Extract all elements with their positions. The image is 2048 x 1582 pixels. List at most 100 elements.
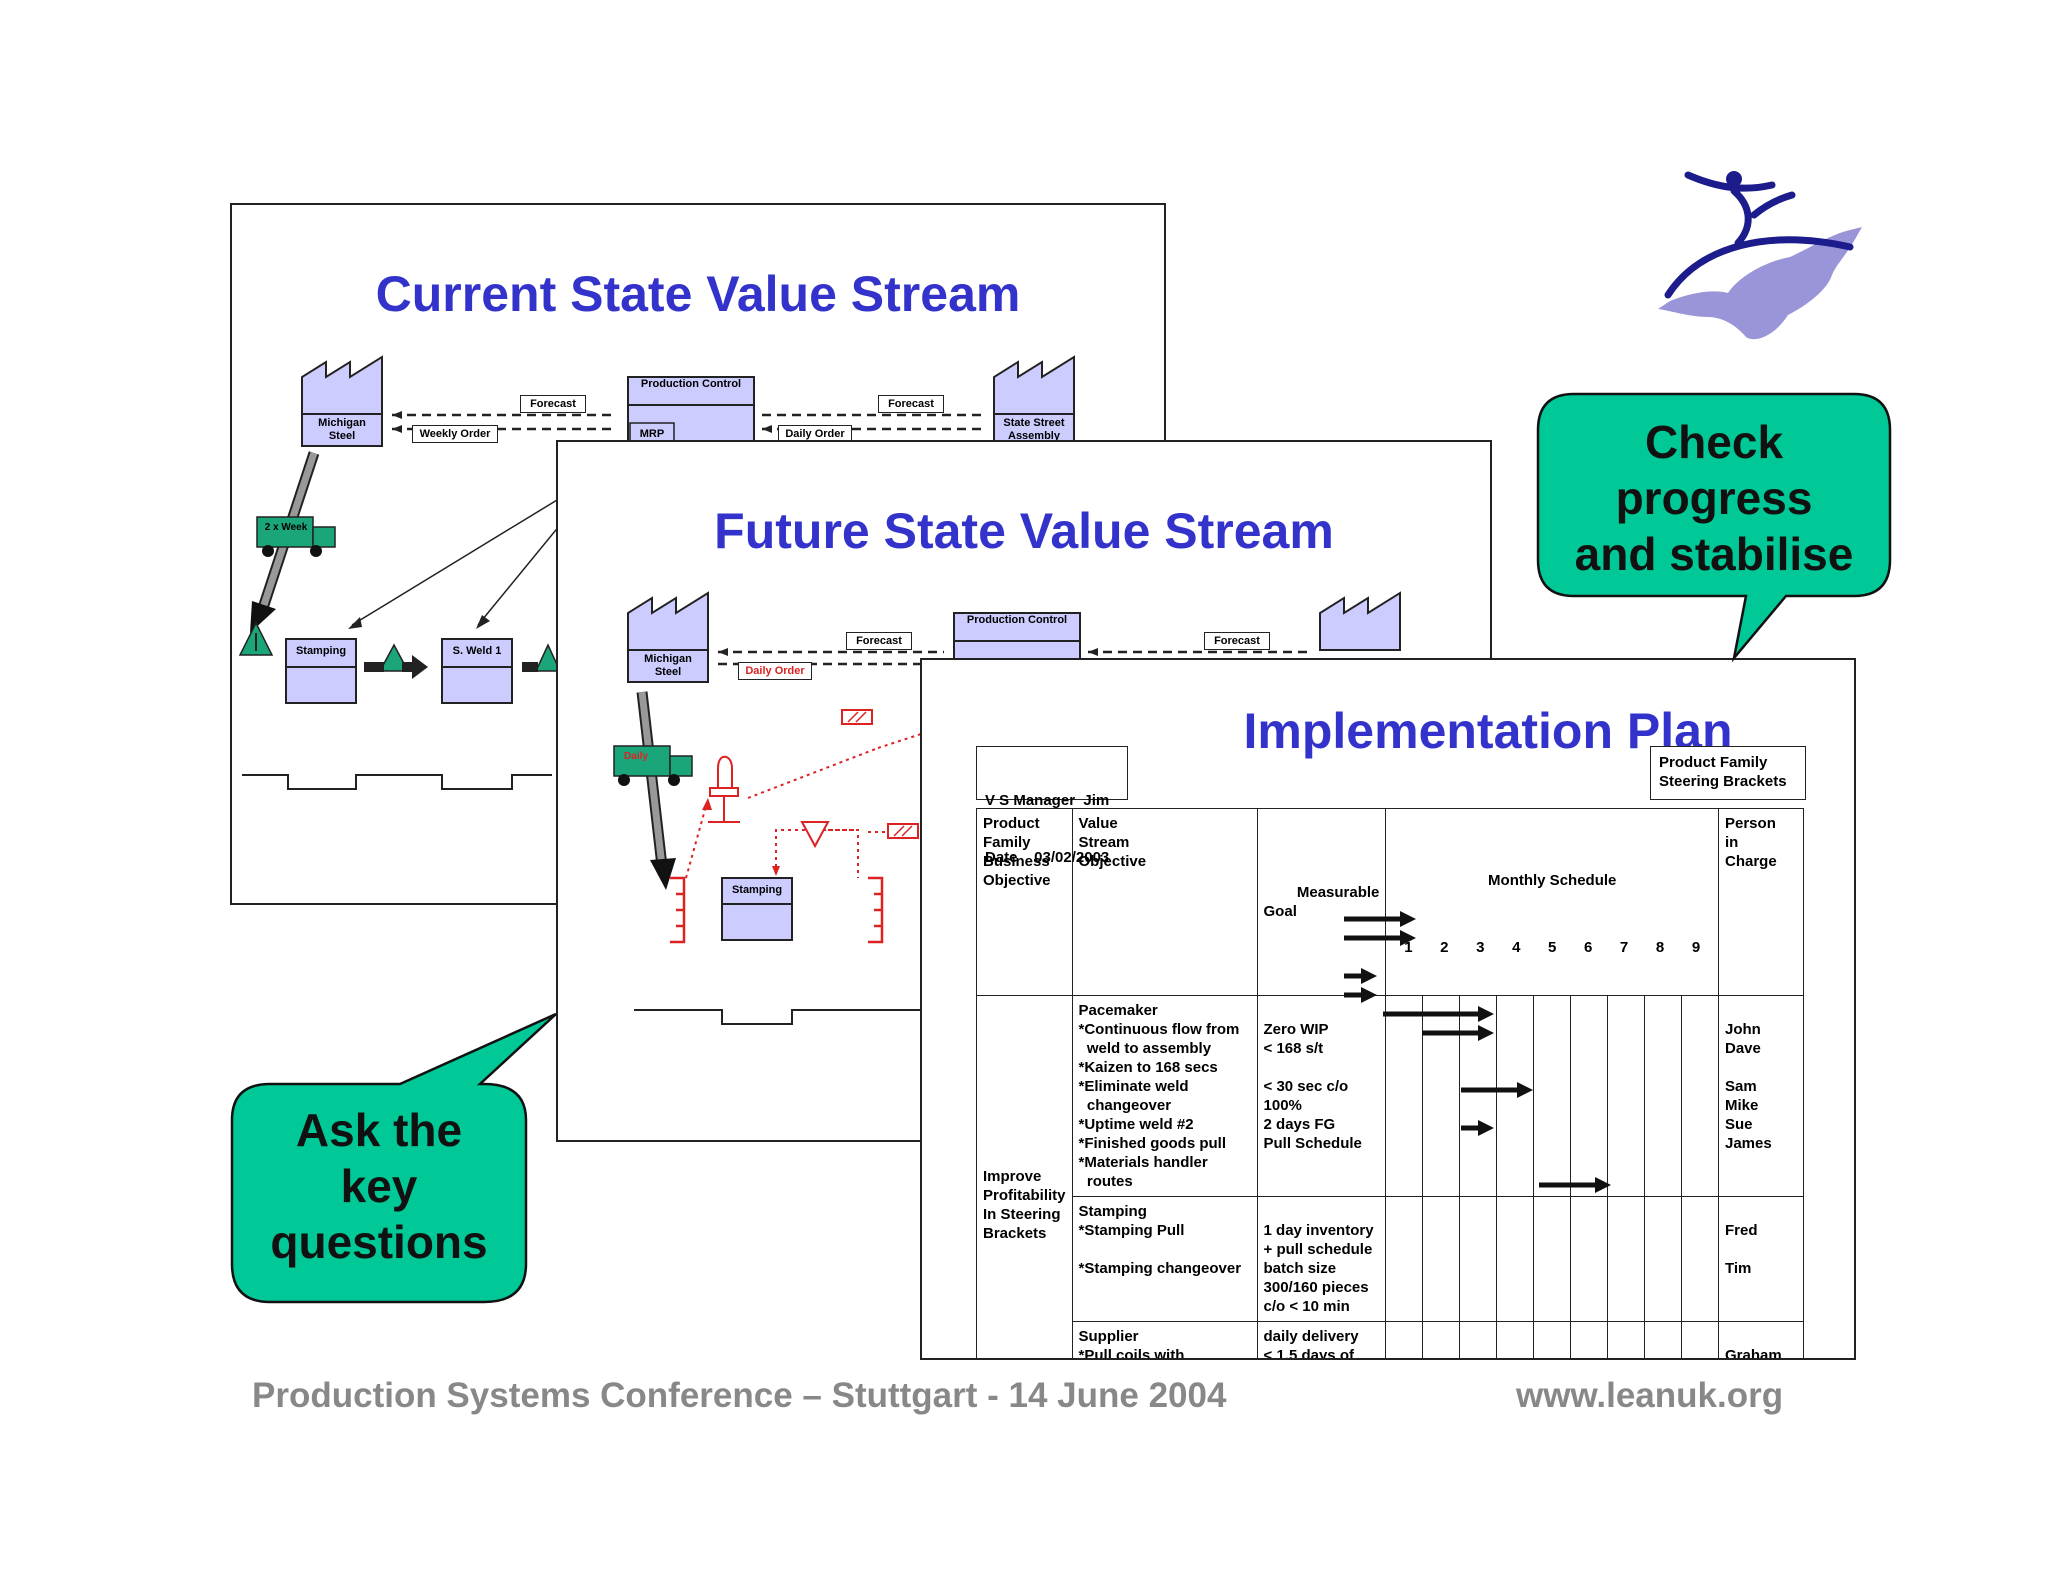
weekly-order-label: Weekly Order — [412, 425, 498, 443]
forecast-label-left: Forecast — [846, 632, 912, 650]
month-cell — [1680, 995, 1720, 1197]
month-number: 5 — [1548, 939, 1557, 956]
schedule-arrows-layer — [1344, 911, 1611, 1193]
supplier-factory-icon — [627, 591, 709, 651]
month-number: 9 — [1691, 939, 1701, 956]
ask-questions-callout-shape — [230, 1012, 557, 1304]
lead-time-ladder — [242, 774, 552, 790]
schedule-arrow-head — [1517, 1082, 1533, 1098]
header-value-stream-objective: Value Stream Objective — [1071, 808, 1258, 996]
month-number: 1 — [1404, 939, 1413, 956]
table-row: Stamping *Stamping Pull *Stamping change… — [977, 1196, 1804, 1322]
schedule-arrow-head — [1595, 1177, 1611, 1193]
inventory-triangle-icon — [378, 643, 410, 672]
stamping-process-box — [721, 877, 793, 941]
forecast-label-right: Forecast — [1204, 632, 1270, 650]
future-state-drawing — [613, 591, 1401, 1025]
month-number: 8 — [1655, 939, 1665, 956]
stamping-label: Stamping — [295, 645, 347, 657]
row-objective-cell: Supplier *Pull coils with daily delivery… — [1071, 1321, 1258, 1358]
business-objective-cell: Improve Profitability In Steering Bracke… — [976, 995, 1073, 1358]
stamping-label: Stamping — [731, 884, 783, 896]
production-control-box — [627, 376, 755, 450]
row-person-cell: Fred Tim — [1718, 1196, 1804, 1322]
supplier-label: Michigan Steel — [644, 653, 692, 678]
customer-factory-icon — [1319, 591, 1401, 651]
table-row: Supplier *Pull coils with daily delivery… — [977, 1321, 1804, 1358]
header-monthly-schedule: Monthly Schedule 1 2 3 4 5 6 7 8 9 — [1385, 808, 1719, 996]
product-family-box: Product Family Steering Brackets — [1650, 746, 1806, 800]
month-cell — [1570, 1321, 1608, 1358]
monthly-schedule-label: Monthly Schedule — [1488, 872, 1617, 889]
vs-manager-line: V S Manager Jim — [985, 792, 1110, 809]
supermarket-icon — [868, 876, 884, 944]
leanuk-logo — [1658, 171, 1862, 340]
month-number: 2 — [1440, 939, 1449, 956]
current-state-title: Current State Value Stream — [375, 266, 1021, 322]
production-control-label: Production Control — [966, 614, 1068, 626]
header-measurable-goal: Measurable Goal — [1256, 808, 1387, 996]
mrp-label: MRP — [639, 428, 665, 440]
row-objective-cell: Pacemaker *Continuous flow from weld to … — [1071, 995, 1258, 1197]
weld-label: S. Weld 1 — [452, 645, 502, 657]
inventory-triangle-icon — [534, 643, 562, 672]
table-row: Improve Profitability In Steering Bracke… — [976, 995, 1804, 1358]
schedule-arrow-head — [1478, 1006, 1494, 1022]
month-number: 7 — [1619, 939, 1629, 956]
implementation-plan-table: Product Family Business Objective Value … — [976, 808, 1804, 1358]
check-progress-callout-shape — [1536, 392, 1892, 663]
customer-factory-icon — [993, 355, 1075, 415]
schedule-arrow-head — [1400, 930, 1416, 946]
forecast-label-left: Forecast — [520, 395, 586, 413]
header-business-objective: Product Family Business Objective — [976, 808, 1073, 996]
logo-landmass-shape — [1658, 227, 1862, 340]
row-objective-cell: Stamping *Stamping Pull *Stamping change… — [1071, 1196, 1258, 1322]
row-goal-cell: daily delivery < 1.5 days of coils at pr… — [1256, 1321, 1387, 1358]
daily-order-label: Daily Order — [738, 662, 812, 680]
month-cell — [1496, 1321, 1535, 1358]
header-measurable-goal-text: Measurable Goal — [1263, 884, 1380, 920]
schedule-arrow-head — [1400, 911, 1416, 927]
month-cell — [1606, 1196, 1645, 1322]
month-cell — [1643, 1196, 1682, 1322]
stamping-process-box — [285, 638, 357, 704]
month-cell — [1385, 1196, 1424, 1322]
month-cell — [1570, 995, 1608, 1197]
month-cell — [1606, 995, 1645, 1197]
table-header-row: Product Family Business Objective Value … — [976, 808, 1804, 996]
implementation-plan-slide: Implementation Plan V S Manager Jim Date… — [920, 658, 1856, 1360]
logo-swoosh-arc — [1664, 236, 1854, 299]
month-cell — [1385, 1321, 1424, 1358]
row-person-cell: John Dave Sam Mike Sue James — [1718, 995, 1804, 1197]
month-cell — [1680, 1321, 1720, 1358]
logo-figure-head — [1726, 171, 1742, 187]
month-cell — [1385, 995, 1424, 1197]
schedule-arrow-head — [1361, 968, 1377, 984]
month-cell — [1680, 1196, 1720, 1322]
row-goal-cell: 1 day inventory + pull schedule batch si… — [1256, 1196, 1387, 1322]
production-control-label: Production Control — [640, 378, 742, 390]
month-number: 6 — [1583, 939, 1593, 956]
ask-questions-callout: Ask the key questions — [270, 1104, 488, 1268]
row-goal-cell: Zero WIP < 168 s/t < 30 sec c/o 100% 2 d… — [1256, 995, 1387, 1197]
schedule-arrow-head — [1478, 1025, 1494, 1041]
row-person-cell: Graham — [1718, 1321, 1804, 1358]
truck-label: 2 x Week — [264, 522, 308, 533]
kanban-post-icon — [717, 755, 733, 791]
footer-conference-text: Production Systems Conference – Stuttgar… — [252, 1376, 1227, 1415]
lead-time-ladder — [634, 1009, 938, 1025]
weld-process-box — [441, 638, 513, 704]
month-cell — [1459, 1321, 1498, 1358]
month-number-row: 1 2 3 4 5 6 7 8 9 — [1386, 938, 1718, 957]
header-person-in-charge: Person in Charge — [1718, 808, 1804, 996]
forecast-label-right: Forecast — [878, 395, 944, 413]
logo-figure-body — [1684, 171, 1796, 247]
current-state-drawing — [238, 355, 1075, 790]
schedule-arrow-head — [1361, 987, 1377, 1003]
month-cell — [1422, 995, 1461, 1197]
month-number: 3 — [1476, 939, 1485, 956]
schedule-arrow-head — [1478, 1120, 1494, 1136]
month-cell — [1643, 995, 1682, 1197]
footer-website-link[interactable]: www.leanuk.org — [1516, 1376, 1784, 1415]
truck-label: Daily — [624, 751, 648, 762]
